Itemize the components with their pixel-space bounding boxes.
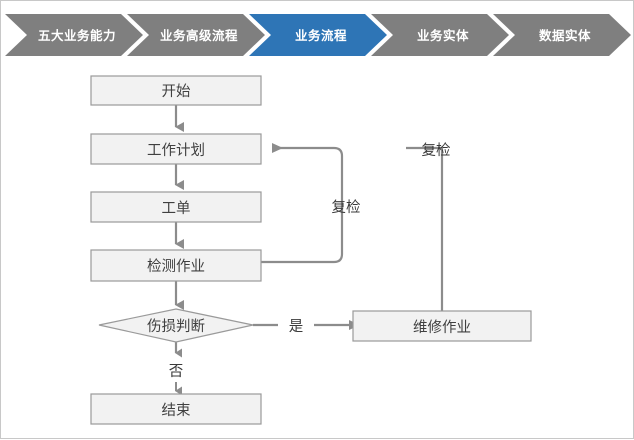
node-label-plan: 工作计划 xyxy=(147,142,205,159)
flow-node-order[interactable]: 工单 xyxy=(90,191,262,223)
connector-recheck-outer xyxy=(406,146,444,311)
node-label-end: 结束 xyxy=(162,402,191,419)
flow-node-decide[interactable]: 伤损判断 xyxy=(98,308,254,343)
breadcrumb-item-2[interactable]: 业务流程 xyxy=(249,14,387,56)
node-label-start: 开始 xyxy=(162,83,191,100)
node-shape-end xyxy=(90,393,262,425)
chevron-shape-1 xyxy=(127,14,265,56)
flow-node-plan[interactable]: 工作计划 xyxy=(90,133,262,165)
flow-node-start[interactable]: 开始 xyxy=(90,75,262,106)
node-label-repair: 维修作业 xyxy=(413,319,471,336)
edge-label-no: 否 xyxy=(169,364,184,380)
edge-label-recheck-inner: 复检 xyxy=(332,198,361,216)
chevron-shape-4 xyxy=(493,14,631,56)
breadcrumb-label-4: 数据实体 xyxy=(538,28,591,43)
node-shape-repair xyxy=(352,310,532,342)
breadcrumb-label-1: 业务高级流程 xyxy=(160,28,238,43)
flow-node-inspect[interactable]: 检测作业 xyxy=(90,249,262,282)
chevron-shape-2 xyxy=(249,14,387,56)
breadcrumb-item-3[interactable]: 业务实体 xyxy=(371,14,509,56)
connector-recheck-inner xyxy=(261,143,344,264)
breadcrumb-label-3: 业务实体 xyxy=(417,28,469,43)
node-shape-decide xyxy=(98,308,254,343)
edge-label-recheck-outer: 复检 xyxy=(422,141,451,159)
breadcrumb-item-0[interactable]: 五大业务能力 xyxy=(5,14,143,56)
chevron-shape-3 xyxy=(371,14,509,56)
node-label-inspect: 检测作业 xyxy=(147,258,205,275)
node-label-decide: 伤损判断 xyxy=(147,318,205,335)
flow-node-repair[interactable]: 维修作业 xyxy=(352,310,532,342)
flow-node-end[interactable]: 结束 xyxy=(90,393,262,425)
chevron-shape-0 xyxy=(5,14,143,56)
node-shape-order xyxy=(90,191,262,223)
node-shape-inspect xyxy=(90,249,262,282)
node-shape-start xyxy=(90,75,262,106)
breadcrumb-label-0: 五大业务能力 xyxy=(38,28,116,43)
breadcrumb: 五大业务能力 业务高级流程 业务流程 业务实体 数据实体 xyxy=(1,14,634,56)
breadcrumb-item-4[interactable]: 数据实体 xyxy=(493,14,631,56)
node-label-order: 工单 xyxy=(162,200,191,217)
breadcrumb-label-2: 业务流程 xyxy=(295,28,347,43)
node-shape-plan xyxy=(90,133,262,165)
edge-label-yes: 是 xyxy=(289,319,304,335)
breadcrumb-item-1[interactable]: 业务高级流程 xyxy=(127,14,265,56)
